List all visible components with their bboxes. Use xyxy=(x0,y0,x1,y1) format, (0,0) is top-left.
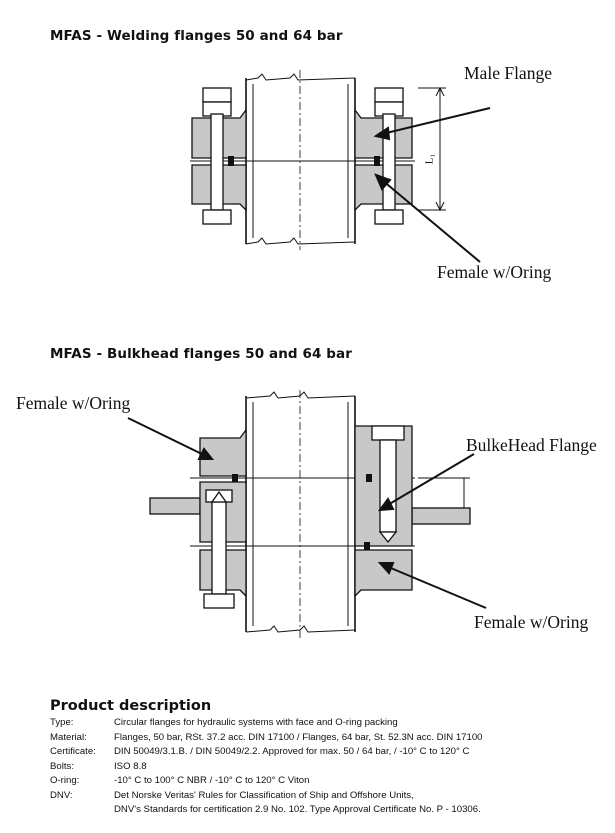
spec-value: Circular flanges for hydraulic systems w… xyxy=(114,717,398,728)
product-description-title: Product description xyxy=(50,698,212,714)
spec-row-material: Material: Flanges, 50 bar, RSt. 37.2 acc… xyxy=(50,731,483,746)
spec-row-oring: O-ring: -10° C to 100° C NBR / -10° C to… xyxy=(50,774,483,789)
spec-value: DIN 50049/3.1.B. / DIN 50049/2.2. Approv… xyxy=(114,746,470,757)
bulkhead-flange-drawing xyxy=(127,390,487,638)
spec-value: -10° C to 100° C NBR / -10° C to 120° C … xyxy=(114,775,310,786)
welding-flanges-heading: MFAS - Welding flanges 50 and 64 bar xyxy=(50,28,343,44)
spec-value: ISO 8.8 xyxy=(114,760,147,772)
spec-row-dnv: DNV: Det Norske Veritas' Rules for Class… xyxy=(50,789,483,804)
spec-dnv-continuation: DNV's Standards for certification 2.9 No… xyxy=(114,804,481,815)
female-oring-label-1: Female w/Oring xyxy=(437,262,552,282)
spec-row-type: Type: Circular flanges for hydraulic sys… xyxy=(50,716,483,731)
spec-key: O-ring: xyxy=(50,775,80,786)
spec-key: Material: xyxy=(50,731,87,743)
spec-key: Certificate: xyxy=(50,746,96,757)
spec-value: Flanges, 50 bar, RSt. 37.2 acc. DIN 1710… xyxy=(114,731,483,743)
spec-row-certificate: Certificate: DIN 50049/3.1.B. / DIN 5004… xyxy=(50,745,483,760)
female-oring-label-top: Female w/Oring xyxy=(16,393,131,413)
spec-key: DNV: xyxy=(50,789,73,801)
dimension-l1-label: L₁ xyxy=(423,153,436,165)
welding-flange-drawing xyxy=(190,70,491,263)
bulkhead-flanges-heading: MFAS - Bulkhead flanges 50 and 64 bar xyxy=(50,346,352,362)
male-flange-label: Male Flange xyxy=(464,63,552,83)
product-description-table: Type: Circular flanges for hydraulic sys… xyxy=(50,716,483,818)
spec-key: Bolts: xyxy=(50,760,74,772)
spec-key: Type: xyxy=(50,717,74,728)
female-oring-label-bottom: Female w/Oring xyxy=(474,612,589,632)
bulkhead-flange-label: BulkeHead Flange xyxy=(466,435,597,455)
spec-value: Det Norske Veritas' Rules for Classifica… xyxy=(114,789,414,801)
spec-row-bolts: Bolts: ISO 8.8 xyxy=(50,760,483,775)
